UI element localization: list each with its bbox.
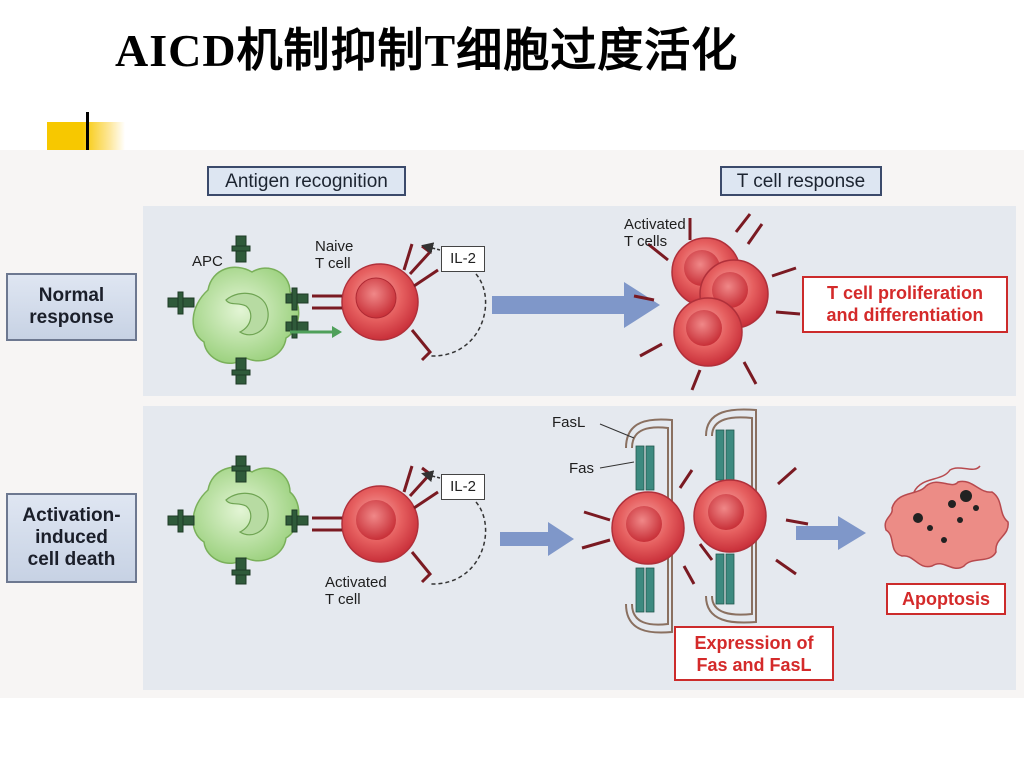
title-bullet-bar [86,112,89,152]
expression-line2: Fas and FasL [696,655,812,675]
mhc-receptors-top [167,235,309,385]
expression-outcome-box: Expression of Fas and FasL [674,626,834,681]
aicd-line2: induced [35,527,108,548]
il2-box-bottom: IL-2 [441,474,485,500]
activated-cells-line2: T cells [624,233,668,250]
aicd-line1: Activation- [22,505,121,526]
il2-pointer-top [421,242,441,255]
response-arrow-top [492,282,660,328]
naive-t-cell-label: Naive T cell [315,238,353,272]
il2-box-top: IL-2 [441,246,485,272]
fas-fasl-cells [581,408,809,634]
expression-line1: Expression of [694,633,814,653]
costim-arrow-top [290,326,342,338]
mhc-receptors-bottom [167,455,309,585]
il2-pointer-bottom [421,470,441,483]
response-arrow-bottom-2 [796,516,866,550]
t-cell-response-header: T cell response [720,166,882,196]
activated-t-cell-label: Activated T cell [325,574,387,608]
fasl-label: FasL [552,414,586,431]
activated-t-cell-single [312,465,439,584]
activated-cell-line2: T cell [325,591,361,608]
normal-line2: response [29,307,114,328]
activated-cell-line1: Activated [325,574,387,591]
proliferation-line1: T cell proliferation [826,283,984,303]
activated-t-cells-label: Activated T cells [624,216,686,250]
proliferation-line2: and differentiation [826,305,984,325]
response-arrow-bottom-1 [500,522,574,556]
aicd-panel [143,406,1016,690]
il2-loop-top [429,273,487,357]
activated-t-cells-cluster [633,213,801,391]
fas-label: Fas [569,460,595,477]
antigen-recognition-header: Antigen recognition [207,166,406,196]
apoptosis-outcome-box: Apoptosis [886,583,1006,615]
apc-cell-bottom [192,466,300,564]
apc-cell-top [192,266,300,364]
naive-line1: Naive [315,238,354,255]
normal-line1: Normal [38,285,105,306]
apoptotic-cells [884,465,1009,569]
aicd-line3: cell death [27,549,116,570]
apc-label: APC [192,253,223,270]
slide-title: AICD机制抑制T细胞过度活化 [115,25,739,76]
activated-cells-line1: Activated [624,216,686,233]
naive-line2: T cell [315,255,351,272]
il2-loop-bottom [429,501,487,585]
proliferation-outcome-box: T cell proliferation and differentiation [802,276,1008,333]
